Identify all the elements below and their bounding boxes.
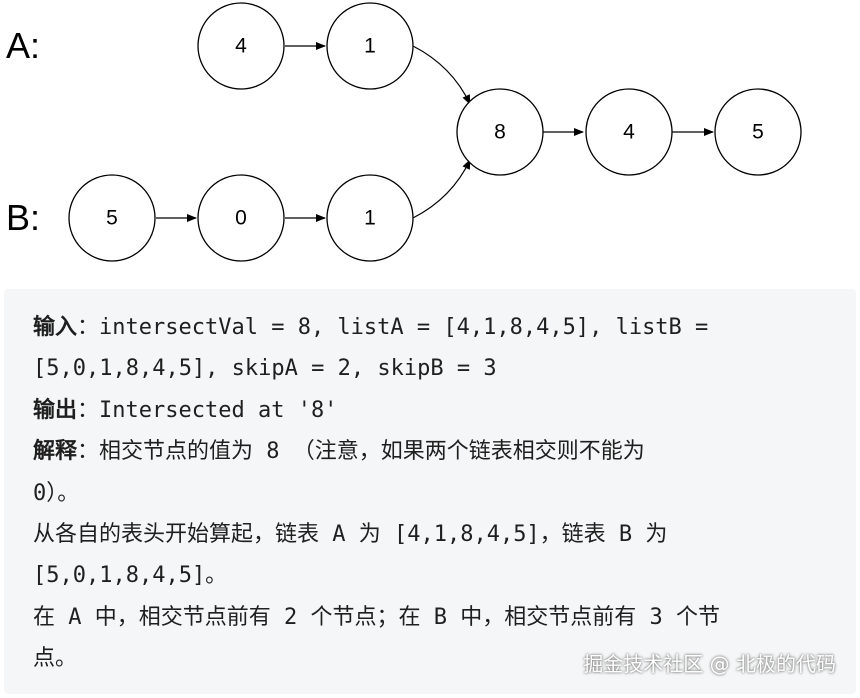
explain-text-2: 0）。	[33, 480, 80, 506]
explain-text-5: 在 A 中，相交节点前有 2 个节点；在 B 中，相交节点前有 3 个节	[33, 604, 720, 630]
node-shared-1-value: 8	[494, 121, 506, 144]
explain-line-4: [5,0,1,8,4,5]。	[33, 555, 720, 596]
node-a2: 1	[326, 2, 414, 90]
output-line: 输出：Intersected at '8'	[33, 390, 720, 431]
node-b3-value: 1	[364, 207, 376, 230]
explain-line-6: 点。	[33, 638, 720, 679]
explain-label: 解释	[33, 439, 78, 465]
explain-line-3: 从各自的表头开始算起，链表 A 为 [4,1,8,4,5]，链表 B 为	[33, 514, 720, 555]
node-shared-2: 4	[585, 88, 673, 176]
explain-text-3: 从各自的表头开始算起，链表 A 为 [4,1,8,4,5]，链表 B 为	[33, 521, 668, 547]
list-b-label: B:	[6, 197, 40, 238]
input-text-1: ：intersectVal = 8, listA = [4,1,8,4,5], …	[77, 315, 709, 340]
node-a1-value: 4	[235, 35, 247, 58]
input-line-2: [5,0,1,8,4,5], skipA = 2, skipB = 3	[33, 348, 720, 389]
example-text: 输入：intersectVal = 8, listA = [4,1,8,4,5]…	[33, 307, 720, 680]
example-code-block	[4, 289, 856, 694]
explain-line-5: 在 A 中，相交节点前有 2 个节点；在 B 中，相交节点前有 3 个节	[33, 597, 720, 638]
node-b2: 0	[197, 174, 285, 262]
linked-list-diagram: A: B: 4 1 5 0 1 8 4 5	[6, 2, 802, 262]
node-b1: 5	[68, 174, 156, 262]
watermark: 掘金技术社区 @ 北极的代码	[583, 652, 836, 676]
node-b2-value: 0	[235, 207, 247, 230]
explain-line-1: 解释：相交节点的值为 8 （注意，如果两个链表相交则不能为	[33, 431, 720, 472]
edge-a2-c1	[412, 45, 471, 105]
output-label: 输出	[33, 397, 78, 423]
edge-b3-c1	[412, 159, 471, 219]
explain-line-2: 0）。	[33, 473, 720, 514]
node-a2-value: 1	[364, 35, 376, 58]
input-label: 输入	[33, 315, 78, 340]
node-shared-1: 8	[456, 88, 544, 176]
explain-text-6: 点。	[33, 646, 78, 672]
output-text: ：Intersected at '8'	[77, 397, 338, 423]
node-shared-2-value: 4	[623, 121, 635, 144]
explain-text-4: [5,0,1,8,4,5]。	[33, 563, 228, 589]
input-text-2: [5,0,1,8,4,5], skipA = 2, skipB = 3	[33, 356, 497, 382]
node-b3: 1	[326, 174, 414, 262]
input-line-1: 输入：intersectVal = 8, listA = [4,1,8,4,5]…	[33, 307, 720, 348]
node-shared-3-value: 5	[752, 121, 764, 144]
explain-text-1: ：相交节点的值为 8 （注意，如果两个链表相交则不能为	[77, 439, 645, 465]
node-b1-value: 5	[106, 207, 118, 230]
node-a1: 4	[197, 2, 285, 90]
list-a-label: A:	[6, 25, 40, 66]
node-shared-3: 5	[714, 88, 802, 176]
